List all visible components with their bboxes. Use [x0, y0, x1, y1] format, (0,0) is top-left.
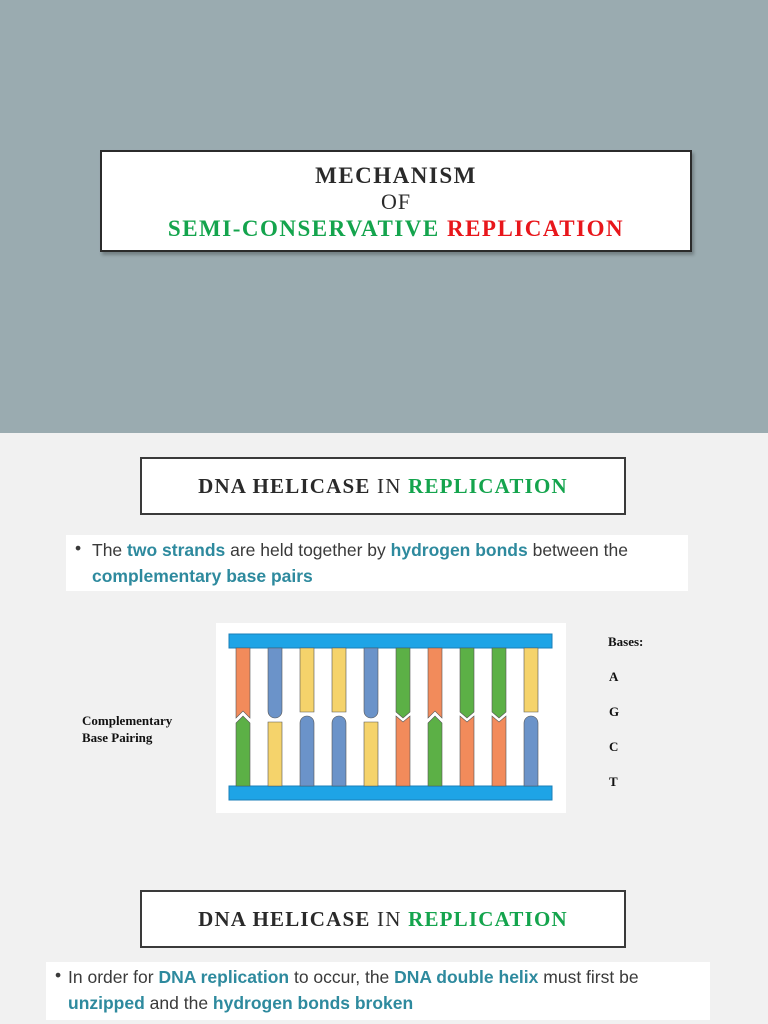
- bottom-base-A: [491, 715, 507, 787]
- bullet-2: • In order for DNA replication to occur,…: [46, 962, 710, 1020]
- b2-h3: unzipped: [68, 993, 145, 1013]
- bottom-base-C: [331, 715, 347, 787]
- bottom-base-G: [427, 715, 443, 787]
- heading-1-green: REPLICATION: [408, 473, 568, 498]
- heading-1-mid: IN: [370, 473, 409, 498]
- section-1-heading: DNA HELICASE IN REPLICATION: [140, 457, 626, 515]
- heading-2-green: REPLICATION: [408, 906, 568, 931]
- bullet-dot: •: [55, 965, 62, 985]
- bottom-base-C: [523, 715, 539, 787]
- top-base-T: [299, 647, 315, 713]
- bottom-base-A: [459, 715, 475, 787]
- top-base-A: [427, 647, 443, 719]
- diagram-label-line-1: Complementary: [82, 713, 173, 728]
- heading-2-bold: DNA HELICASE: [198, 906, 371, 931]
- top-base-G: [491, 647, 507, 719]
- top-base-C: [267, 647, 283, 719]
- top-base-T: [331, 647, 347, 713]
- bottom-base-C: [299, 715, 315, 787]
- top-base-G: [459, 647, 475, 719]
- section-2-heading: DNA HELICASE IN REPLICATION: [140, 890, 626, 948]
- diagram-label: Complementary Base Pairing: [82, 712, 172, 746]
- title-slide: MECHANISM OF SEMI-CONSERVATIVE REPLICATI…: [0, 0, 768, 433]
- base-c: C: [609, 739, 619, 754]
- b2-h1: DNA replication: [158, 967, 290, 987]
- base-t: T: [609, 774, 618, 789]
- b1-t1: The: [92, 540, 128, 560]
- b2-t3: must first be: [538, 967, 639, 987]
- title-line-1: MECHANISM: [315, 163, 477, 188]
- bullet-1-text: The two strands are held together by hyd…: [66, 537, 688, 589]
- top-base-C: [363, 647, 379, 719]
- title-line-3: SEMI-CONSERVATIVE REPLICATION: [102, 214, 690, 244]
- b2-t2: to occur, the: [289, 967, 395, 987]
- bases-legend: Bases: A G C T: [608, 634, 643, 809]
- bullet-2-text: In order for DNA replication to occur, t…: [46, 964, 710, 1016]
- bullet-1: • The two strands are held together by h…: [66, 535, 688, 591]
- bullet-dot: •: [75, 538, 82, 558]
- b1-h1: two strands: [127, 540, 226, 560]
- title-semi-conservative: SEMI-CONSERVATIVE: [167, 216, 440, 241]
- b2-h2: DNA double helix: [394, 967, 539, 987]
- title-box: MECHANISM OF SEMI-CONSERVATIVE REPLICATI…: [100, 150, 692, 252]
- base-a: A: [609, 669, 619, 684]
- heading-1-bold: DNA HELICASE: [198, 473, 371, 498]
- title-replication: REPLICATION: [446, 216, 625, 241]
- b1-h3: complementary base pairs: [92, 566, 313, 586]
- b1-t2: are held together by: [225, 540, 391, 560]
- top-backbone: [228, 633, 553, 649]
- bottom-backbone: [228, 785, 553, 801]
- title-line-2: OF: [380, 189, 412, 214]
- b2-t4: and the: [144, 993, 213, 1013]
- b1-h2: hydrogen bonds: [390, 540, 528, 560]
- base-pairing-diagram: [216, 623, 566, 813]
- b1-t3: between the: [527, 540, 628, 560]
- base-g: G: [609, 704, 620, 719]
- b2-h4: hydrogen bonds broken: [212, 993, 414, 1013]
- heading-2-mid: IN: [370, 906, 409, 931]
- top-base-A: [235, 647, 251, 719]
- bottom-base-A: [395, 715, 411, 787]
- bottom-base-T: [363, 721, 379, 787]
- diagram-label-line-2: Base Pairing: [82, 730, 153, 745]
- bottom-base-T: [267, 721, 283, 787]
- b2-t1: In order for: [68, 967, 159, 987]
- bases-label: Bases:: [608, 634, 644, 649]
- top-base-G: [395, 647, 411, 719]
- top-base-T: [523, 647, 539, 713]
- dna-diagram-svg: [228, 633, 553, 801]
- bottom-base-G: [235, 715, 251, 787]
